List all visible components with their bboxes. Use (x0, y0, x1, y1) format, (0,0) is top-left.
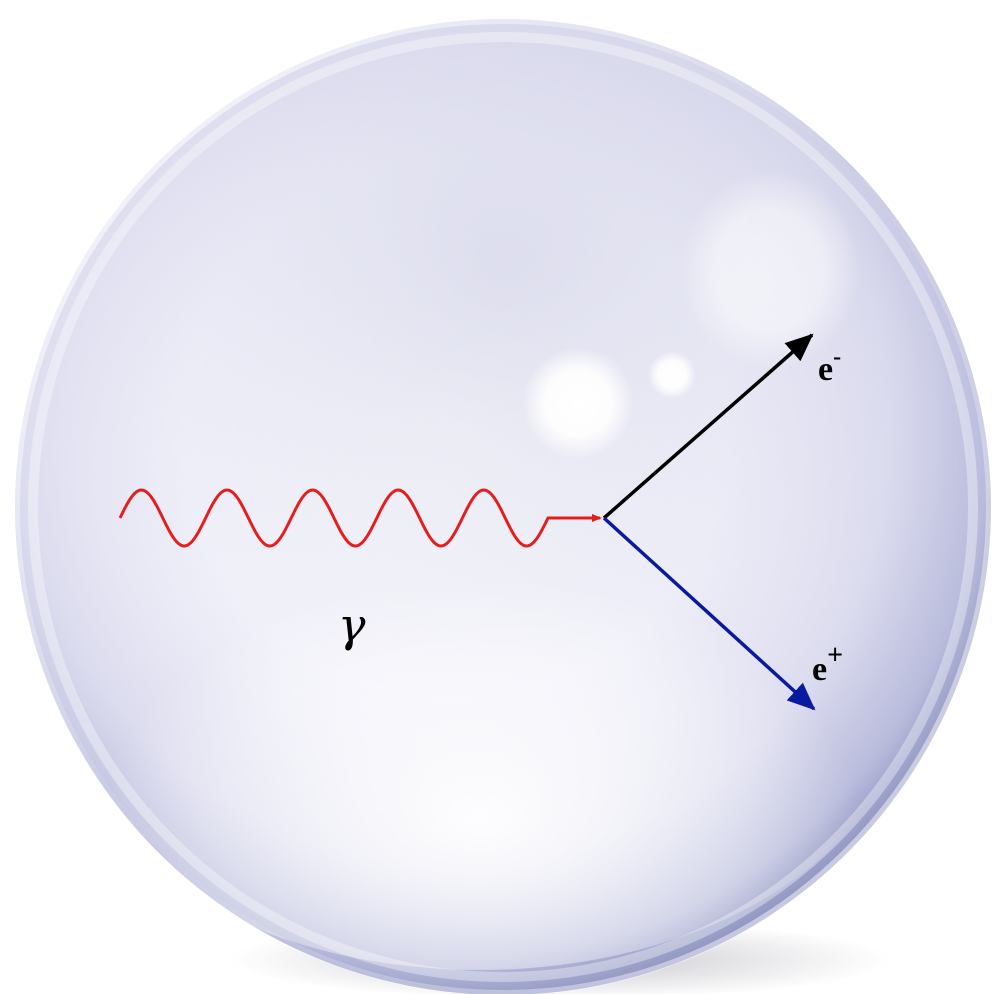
positron-label: e+ (812, 640, 843, 688)
positron-arrow (602, 516, 816, 711)
photon-wavy-line (118, 488, 602, 548)
photon-label: γ (338, 598, 366, 652)
electron-arrow (602, 333, 814, 520)
electron-symbol: e (818, 351, 833, 388)
glass-bubble-icon (14, 18, 992, 994)
specular-highlight-small (648, 351, 696, 399)
electron-charge: - (833, 344, 841, 370)
positron-symbol: e (812, 651, 827, 688)
electron-label: e- (818, 344, 841, 388)
positron-charge: + (827, 640, 843, 671)
specular-highlight-large (522, 347, 634, 459)
